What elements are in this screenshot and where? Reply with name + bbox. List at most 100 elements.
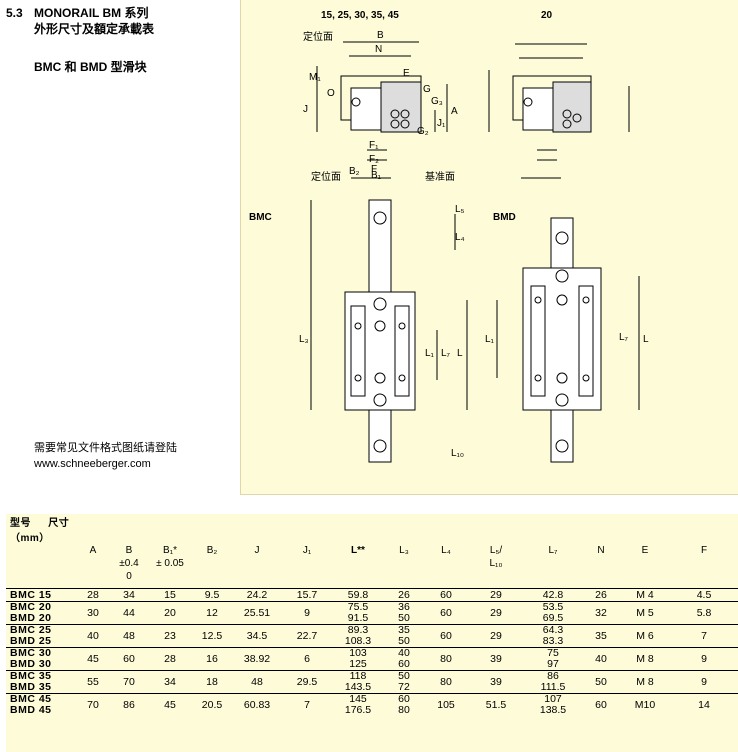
column-header-label: E xyxy=(641,545,649,556)
model-name: BMC 30 xyxy=(10,647,52,659)
drawing-svg: 15, 25, 30, 35, 45 20 定位面 B N M₁ O J E G… xyxy=(249,10,649,463)
table-cell: 26 xyxy=(582,588,620,602)
table-cell: 70 xyxy=(110,670,148,694)
column-header-label: B xyxy=(125,545,133,556)
column-header: A xyxy=(76,544,110,589)
label-L: L xyxy=(457,348,463,359)
rail-hole xyxy=(555,393,569,407)
table-cell: 75 97 xyxy=(524,647,582,671)
ball-circle xyxy=(523,97,533,107)
bmd-block-seal-left xyxy=(530,285,546,397)
model-name: BMD 25 xyxy=(10,635,52,647)
table-cell: 48 xyxy=(232,670,282,694)
table-cell: 34 xyxy=(148,670,192,694)
table-cell: 14 xyxy=(670,693,738,716)
ball-circle xyxy=(562,109,572,119)
rail-hole xyxy=(373,211,387,225)
table-cell: 4.5 xyxy=(670,588,738,602)
model-name: BMC 45 xyxy=(10,693,52,705)
label-F2: F₂ xyxy=(369,154,379,165)
table-cell: 32 xyxy=(582,601,620,625)
figure-title-left: 15, 25, 30, 35, 45 xyxy=(321,10,399,21)
rail-hole xyxy=(373,393,387,407)
column-header-label: B₂ xyxy=(206,545,218,556)
table-cell: 35 xyxy=(582,624,620,648)
column-header: J₁ xyxy=(282,544,332,589)
block-hole xyxy=(582,296,590,304)
label-L7: L₇ xyxy=(441,348,451,359)
table-cell: 60 xyxy=(110,647,148,671)
bmc-block-seal-right xyxy=(394,305,410,397)
column-header-label: L₅/ xyxy=(489,545,503,556)
column-header: L₅/L₁₀ xyxy=(468,544,524,589)
block-hole xyxy=(398,322,406,330)
label-G: G xyxy=(423,84,431,95)
table-cell: 22.7 xyxy=(282,624,332,648)
table-cell: 7 xyxy=(670,624,738,648)
table-cell: M 4 xyxy=(620,588,670,602)
label-locating-face-top: 定位面 xyxy=(303,30,333,43)
column-header-tolerance: L₁₀ xyxy=(489,558,503,569)
column-header-tolerance: 0 xyxy=(126,571,132,582)
table-cell: 60.83 xyxy=(232,693,282,716)
table-cell: 89.3 108.3 xyxy=(332,624,384,648)
ball-circle xyxy=(562,119,572,129)
table-cell: 48 xyxy=(110,624,148,648)
table-cell: 28 xyxy=(76,588,110,602)
table-cell: 25.51 xyxy=(232,601,282,625)
table-cell: 15 xyxy=(148,588,192,602)
table-cell: 9 xyxy=(670,670,738,694)
table-cell: 40 60 xyxy=(384,647,424,671)
block-hole xyxy=(534,374,542,382)
column-header: L₃ xyxy=(384,544,424,589)
download-note: 需要常见文件格式图纸请登陆 www.schneeberger.com xyxy=(34,440,177,472)
table-cell: 34 xyxy=(110,588,148,602)
table-cell: 51.5 xyxy=(468,693,524,716)
column-header-label: A xyxy=(89,545,97,556)
table-cell: 23 xyxy=(148,624,192,648)
rail-hole xyxy=(555,439,569,453)
column-header: B₂ xyxy=(192,544,232,589)
column-header-label: N xyxy=(597,545,605,556)
table-cell: 9.5 xyxy=(192,588,232,602)
label-N: N xyxy=(375,44,382,55)
table-cell: 7 xyxy=(282,693,332,716)
bmd-block-seal-right xyxy=(578,285,594,397)
table-cell: 55 xyxy=(76,670,110,694)
head-dims: 尺寸（mm） xyxy=(10,518,70,544)
subtitle: BMC 和 BMD 型滑块 xyxy=(34,60,147,74)
website-link[interactable]: www.schneeberger.com xyxy=(34,458,151,470)
column-header: F xyxy=(670,544,738,589)
model-cell: BMC 15 xyxy=(6,588,76,602)
table-cell: 29 xyxy=(468,624,524,648)
label-J1: J₁ xyxy=(437,118,446,129)
block-hole xyxy=(582,374,590,382)
table-cell: 45 xyxy=(76,647,110,671)
table-cell: 30 xyxy=(76,601,110,625)
label-L4: L₄ xyxy=(455,232,465,243)
label-G3: G₃ xyxy=(431,96,443,107)
section-title-cn: 外形尺寸及額定承載表 xyxy=(34,22,155,36)
block-hole xyxy=(556,294,568,306)
label-M1: M₁ xyxy=(309,72,321,83)
label-locating-face-bottom: 定位面 xyxy=(311,170,341,183)
table-cell: 60 xyxy=(424,624,468,648)
table-cell: 60 xyxy=(424,588,468,602)
table-cell: 5.8 xyxy=(670,601,738,625)
figure-title-right: 20 xyxy=(541,10,553,21)
label-reference-face: 基准面 xyxy=(425,170,455,183)
column-header-label: B₁* xyxy=(163,545,177,556)
section-number: 5.3 xyxy=(6,6,23,20)
model-name: BMC 35 xyxy=(10,670,52,682)
model-name: BMD 20 xyxy=(10,612,52,624)
